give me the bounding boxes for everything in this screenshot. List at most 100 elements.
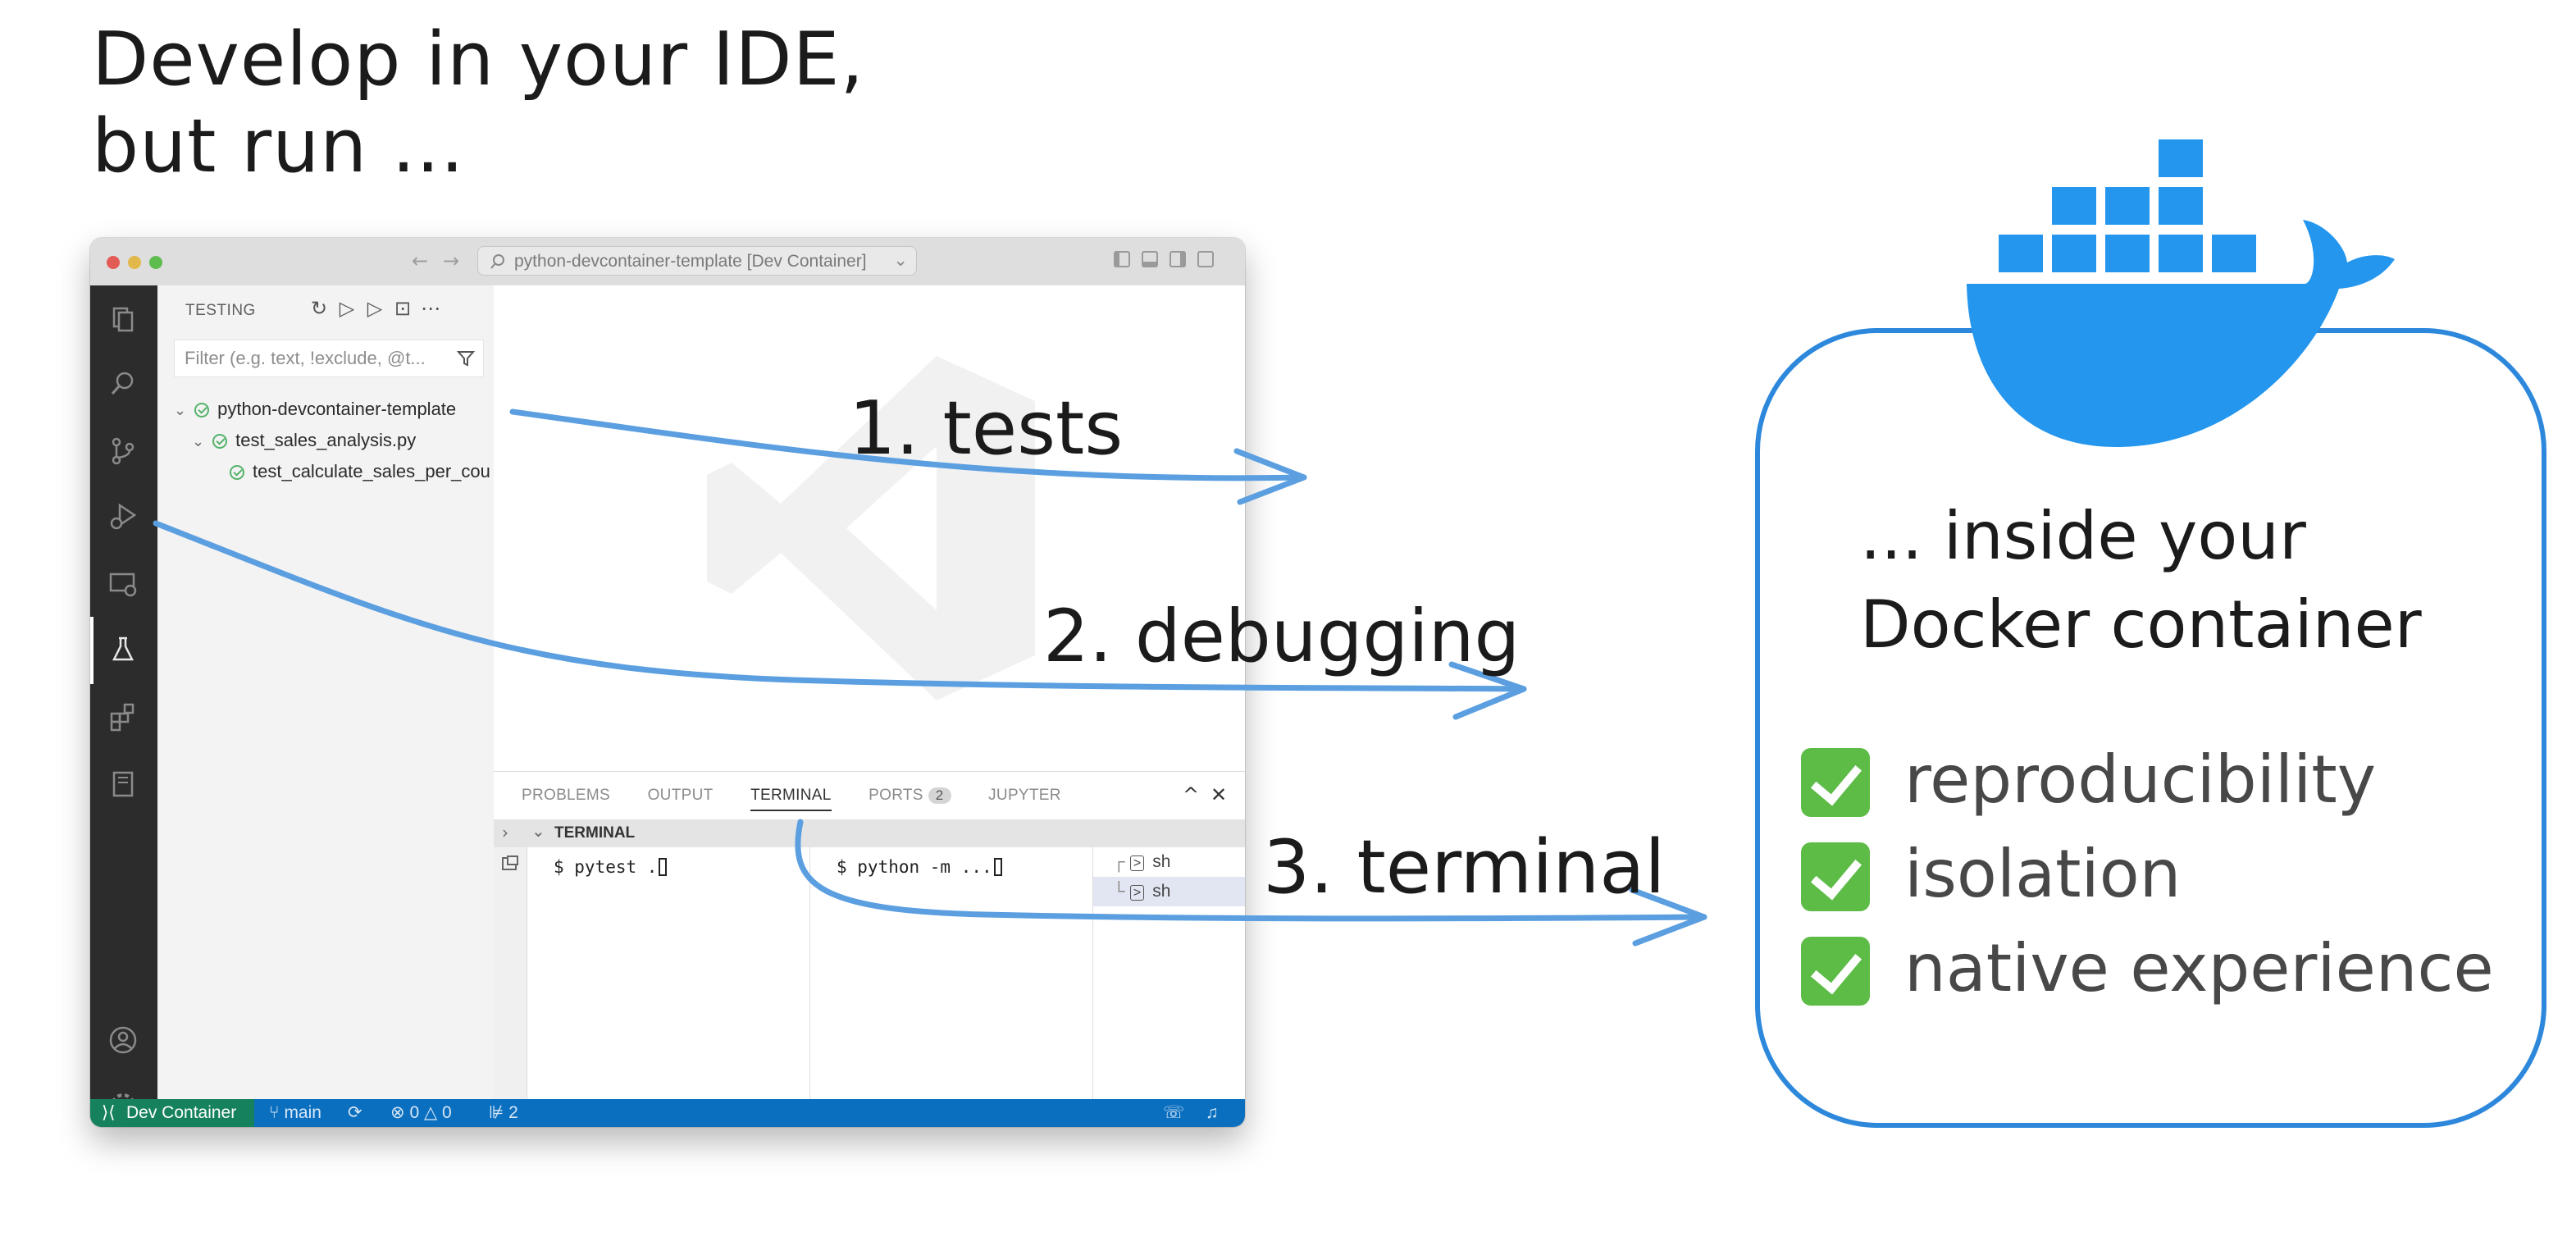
- ports-count-badge: 2: [928, 787, 951, 804]
- terminal-command-text: $ pytest .: [554, 857, 658, 877]
- panel-tabs: PROBLEMS OUTPUT TERMINAL PORTS 2 JUPYTER: [522, 787, 1094, 811]
- feature-label: isolation: [1904, 836, 2182, 912]
- container-title-line-2: Docker container: [1860, 586, 2422, 663]
- problems-indicator[interactable]: ⊗ 0 △ 0: [390, 1099, 452, 1127]
- container-title-line-1: ... inside your: [1860, 498, 2306, 574]
- sync-icon[interactable]: ⟳: [348, 1103, 362, 1122]
- feedback-icon[interactable]: ☏: [1163, 1103, 1185, 1122]
- debugging-arrow: [153, 520, 1527, 692]
- heading-line-2: but run ...: [92, 103, 465, 189]
- terminal-command: $ pytest .: [554, 857, 668, 877]
- terminal-arrowhead: [1629, 887, 1707, 947]
- testing-sidebar: TESTING ↻ ▷ ▷ ⊡ ⋯ Filter (e.g. text, !exclud…: [157, 285, 495, 1099]
- command-center-search[interactable]: python-devcontainer-template [Dev Contai…: [477, 246, 917, 276]
- tab-terminal[interactable]: TERMINAL: [750, 787, 832, 811]
- close-window-dot[interactable]: [107, 256, 120, 269]
- extensions-icon[interactable]: [107, 700, 139, 733]
- terminal-command-text: $ python -m ...: [837, 857, 992, 877]
- run-tests-icon[interactable]: ▷: [339, 297, 355, 320]
- error-count: 0: [409, 1103, 420, 1122]
- sidebar-actions: ↻ ▷ ▷ ⊡ ⋯: [305, 297, 445, 320]
- source-control-icon[interactable]: [107, 435, 139, 468]
- sidebar-title: TESTING: [185, 302, 256, 319]
- tree-branch: ┌: [1113, 852, 1125, 871]
- tab-ports-label: PORTS: [869, 787, 923, 804]
- tree-branch: └: [1113, 882, 1125, 901]
- run-and-debug-icon[interactable]: [107, 500, 139, 533]
- tree-item-test-function[interactable]: test_calculate_sales_per_cou: [230, 461, 490, 482]
- debugging-label: 2. debugging: [1043, 594, 1521, 678]
- ports-indicator[interactable]: ⊯ 2: [489, 1099, 518, 1127]
- checkmark-icon: [1801, 842, 1870, 911]
- tab-ports[interactable]: PORTS 2: [869, 787, 951, 805]
- filter-icon[interactable]: [457, 349, 475, 367]
- vscode-window: ← → python-devcontainer-template [Dev Co…: [90, 238, 1245, 1127]
- ports-icon: ⊯: [489, 1103, 509, 1122]
- remote-icon: ⟩⟨: [102, 1103, 116, 1122]
- heading: Develop in your IDE, but run ...: [92, 16, 864, 190]
- debug-tests-icon[interactable]: ▷: [367, 297, 383, 320]
- debugging-arrowhead: [1448, 661, 1527, 720]
- tree-item-test-file[interactable]: ⌄test_sales_analysis.py: [192, 430, 416, 451]
- tests-label: 1. tests: [849, 386, 1124, 472]
- notifications-bell-icon[interactable]: ♫: [1206, 1103, 1219, 1122]
- terminal-command: $ python -m ...: [837, 857, 1002, 877]
- tree-item-project[interactable]: ⌄ python-devcontainer-template: [174, 399, 456, 420]
- terminal-pane-1[interactable]: $ pytest .: [527, 847, 810, 1099]
- passed-check-icon: [194, 403, 210, 417]
- passed-check-icon: [212, 434, 228, 449]
- account-icon[interactable]: [107, 1024, 139, 1056]
- remote-explorer-icon[interactable]: [107, 568, 139, 600]
- chevron-down-icon: ⌄: [893, 251, 908, 270]
- terminal-list-item[interactable]: ┌>sh: [1093, 847, 1245, 877]
- terminal-icon: >: [1129, 885, 1145, 901]
- terminal-pane-2[interactable]: $ python -m ...: [809, 847, 1093, 1099]
- more-actions-icon[interactable]: ⋯: [421, 297, 440, 320]
- branch-name: main: [284, 1103, 321, 1122]
- maximize-panel-icon[interactable]: ^: [1183, 783, 1200, 806]
- shell-name: sh: [1152, 882, 1171, 901]
- toggle-secondary-sidebar-icon[interactable]: [1169, 251, 1186, 267]
- chevron-down-icon: ⌄: [174, 402, 187, 418]
- terminal-split-icon[interactable]: [500, 854, 520, 874]
- tree-item-label: python-devcontainer-template: [217, 399, 457, 419]
- explorer-icon[interactable]: [107, 302, 139, 335]
- zoom-window-dot[interactable]: [149, 256, 162, 269]
- minimize-window-dot[interactable]: [128, 256, 141, 269]
- notebook-icon[interactable]: [107, 768, 139, 801]
- checkmark-icon: [1801, 937, 1870, 1006]
- back-arrow-icon[interactable]: ←: [412, 249, 429, 272]
- docker-whale-icon: [1967, 139, 2395, 447]
- ports-count: 2: [508, 1103, 518, 1122]
- tab-output[interactable]: OUTPUT: [647, 787, 714, 804]
- tree-item-label: test_calculate_sales_per_cou: [253, 461, 490, 481]
- toggle-primary-sidebar-icon[interactable]: [1114, 251, 1130, 267]
- customize-layout-icon[interactable]: [1197, 251, 1214, 267]
- terminal-gutter: [494, 847, 527, 1099]
- terminal-cursor: [993, 858, 1002, 876]
- forward-arrow-icon[interactable]: →: [443, 249, 460, 272]
- terminal-section-header[interactable]: › ⌄ TERMINAL: [494, 819, 1245, 847]
- title-bar: ← → python-devcontainer-template [Dev Co…: [90, 238, 1245, 286]
- error-icon: ⊗: [390, 1103, 410, 1122]
- branch-indicator[interactable]: ⑂ main: [269, 1099, 321, 1127]
- refresh-tests-icon[interactable]: ↻: [310, 297, 328, 320]
- shell-name: sh: [1152, 852, 1171, 871]
- terminal-label: 3. terminal: [1263, 824, 1666, 910]
- search-icon[interactable]: [107, 367, 139, 400]
- tab-problems[interactable]: PROBLEMS: [522, 787, 610, 804]
- activity-bar: [90, 285, 157, 1118]
- close-panel-icon[interactable]: ✕: [1210, 783, 1228, 806]
- terminal-icon[interactable]: ⊡: [394, 297, 412, 320]
- terminal-list-item[interactable]: └> sh: [1093, 877, 1245, 906]
- toggle-panel-icon[interactable]: [1142, 251, 1158, 267]
- vscode-logo-watermark: [707, 356, 1035, 700]
- feature-label: reproducibility: [1904, 741, 2377, 818]
- testing-flask-icon[interactable]: [107, 633, 139, 666]
- remote-indicator[interactable]: ⟩⟨ Dev Container: [90, 1099, 254, 1127]
- terminal-arrow: [795, 819, 1707, 922]
- tab-jupyter[interactable]: JUPYTER: [988, 787, 1061, 804]
- test-filter-input[interactable]: Filter (e.g. text, !exclude, @t...: [174, 340, 484, 377]
- window-title: python-devcontainer-template [Dev Contai…: [514, 252, 867, 271]
